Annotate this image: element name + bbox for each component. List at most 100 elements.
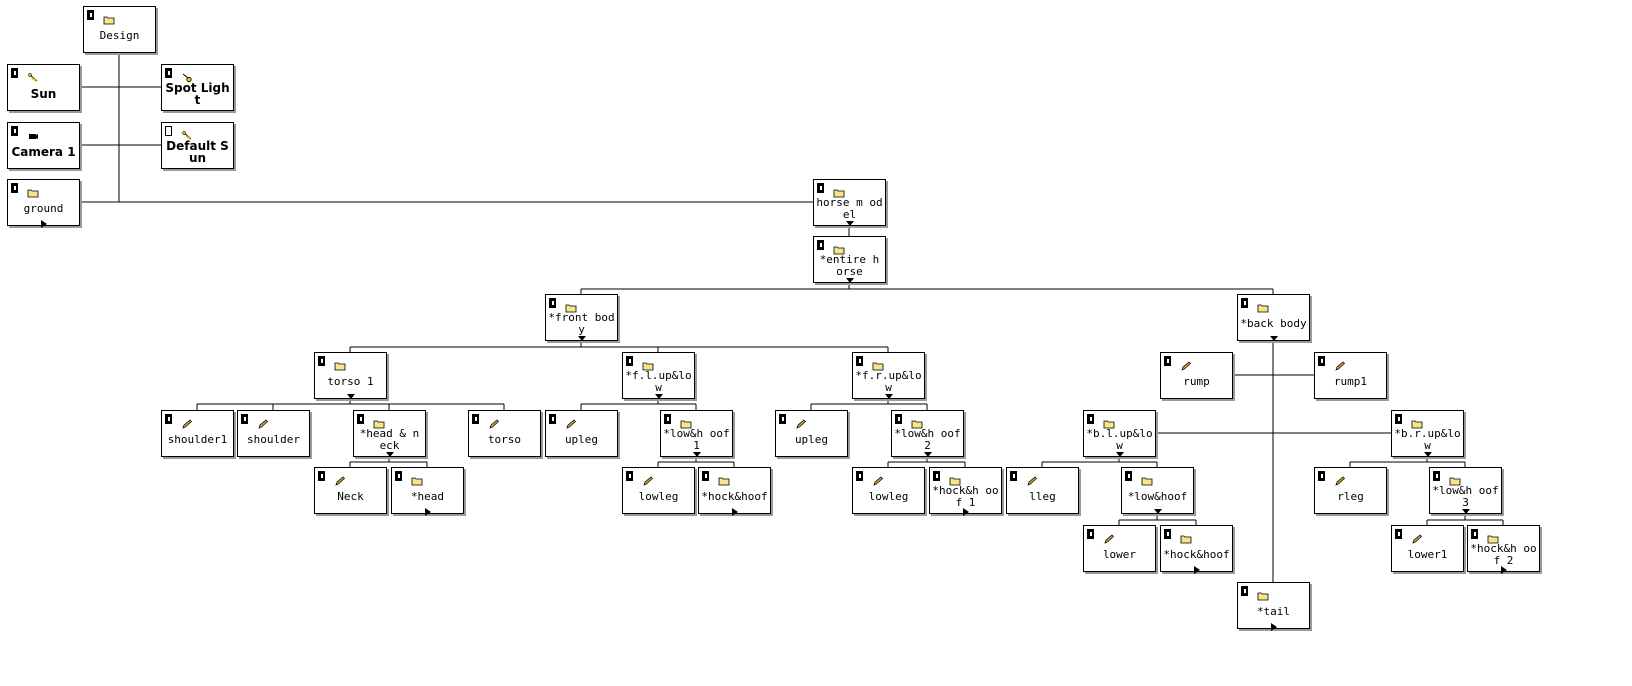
graph-node[interactable]: *f.l.up&low <box>622 352 695 399</box>
graph-node[interactable]: *hock&hoof <box>698 467 771 516</box>
graph-node[interactable]: *front body <box>545 294 618 341</box>
visibility-toggle[interactable] <box>11 68 18 78</box>
graph-node[interactable]: ground <box>7 179 80 228</box>
visibility-toggle[interactable] <box>856 356 863 366</box>
visibility-toggle[interactable] <box>626 471 633 481</box>
graph-node[interactable]: shoulder <box>237 410 310 457</box>
expanded-arrow-icon[interactable] <box>578 336 586 341</box>
visibility-toggle[interactable] <box>165 414 172 424</box>
visibility-toggle[interactable] <box>1164 529 1171 539</box>
expanded-arrow-icon[interactable] <box>693 452 701 457</box>
visibility-toggle[interactable] <box>11 183 18 193</box>
graph-node[interactable]: *head & n eck <box>353 410 426 457</box>
graph-node[interactable]: *b.r.up&low <box>1391 410 1464 457</box>
collapsed-arrow-icon[interactable] <box>1271 623 1277 631</box>
graph-node[interactable]: Camera 1 <box>7 122 80 169</box>
graph-node[interactable]: lower1 <box>1391 525 1464 572</box>
graph-node[interactable]: *f.r.up&low <box>852 352 925 399</box>
collapsed-arrow-icon[interactable] <box>41 220 47 228</box>
graph-node[interactable]: rump1 <box>1314 352 1387 399</box>
graph-node[interactable]: rleg <box>1314 467 1387 514</box>
graph-node[interactable]: lower <box>1083 525 1156 572</box>
visibility-toggle[interactable] <box>318 356 325 366</box>
expanded-arrow-icon[interactable] <box>1424 452 1432 457</box>
graph-node[interactable]: *hock&hoof <box>1160 525 1233 574</box>
graph-node[interactable]: *hock&h oof 2 <box>1467 525 1540 574</box>
visibility-toggle[interactable] <box>702 471 709 481</box>
expanded-arrow-icon[interactable] <box>885 394 893 399</box>
visibility-toggle[interactable] <box>87 10 94 20</box>
visibility-toggle[interactable] <box>895 414 902 424</box>
expanded-arrow-icon[interactable] <box>1154 509 1162 514</box>
visibility-toggle[interactable] <box>11 126 18 136</box>
graph-node[interactable]: *entire h orse <box>813 236 886 283</box>
graph-node[interactable]: lleg <box>1006 467 1079 514</box>
graph-node[interactable]: torso <box>468 410 541 457</box>
visibility-toggle[interactable] <box>1125 471 1132 481</box>
visibility-toggle[interactable] <box>549 414 556 424</box>
expanded-arrow-icon[interactable] <box>386 452 394 457</box>
graph-node[interactable]: upleg <box>545 410 618 457</box>
graph-node[interactable]: rump <box>1160 352 1233 399</box>
graph-node[interactable]: *b.l.up&low <box>1083 410 1156 457</box>
collapsed-arrow-icon[interactable] <box>1194 566 1200 574</box>
visibility-toggle[interactable] <box>1241 298 1248 308</box>
graph-node[interactable]: Default S un <box>161 122 234 169</box>
visibility-toggle[interactable] <box>817 183 824 193</box>
collapsed-arrow-icon[interactable] <box>963 508 969 516</box>
visibility-toggle[interactable] <box>933 471 940 481</box>
visibility-toggle[interactable] <box>1087 529 1094 539</box>
expanded-arrow-icon[interactable] <box>846 221 854 226</box>
visibility-toggle[interactable] <box>318 471 325 481</box>
visibility-toggle[interactable] <box>549 298 556 308</box>
graph-node[interactable]: horse m odel <box>813 179 886 226</box>
expanded-arrow-icon[interactable] <box>1116 452 1124 457</box>
graph-node[interactable]: upleg <box>775 410 848 457</box>
graph-node[interactable]: Design <box>83 6 156 53</box>
graph-node[interactable]: *head <box>391 467 464 516</box>
expanded-arrow-icon[interactable] <box>924 452 932 457</box>
graph-node[interactable]: *low&h oof 3 <box>1429 467 1502 514</box>
collapsed-arrow-icon[interactable] <box>425 508 431 516</box>
graph-node[interactable]: shoulder1 <box>161 410 234 457</box>
graph-node[interactable]: lowleg <box>852 467 925 514</box>
expanded-arrow-icon[interactable] <box>347 394 355 399</box>
expanded-arrow-icon[interactable] <box>1462 509 1470 514</box>
visibility-toggle[interactable] <box>472 414 479 424</box>
graph-node[interactable]: Sun <box>7 64 80 111</box>
visibility-toggle[interactable] <box>1010 471 1017 481</box>
visibility-toggle[interactable] <box>1164 356 1171 366</box>
visibility-toggle[interactable] <box>165 68 172 78</box>
graph-node[interactable]: Spot Light <box>161 64 234 111</box>
visibility-toggle[interactable] <box>357 414 364 424</box>
graph-node[interactable]: torso 1 <box>314 352 387 399</box>
visibility-toggle[interactable] <box>1433 471 1440 481</box>
graph-node[interactable]: lowleg <box>622 467 695 514</box>
collapsed-arrow-icon[interactable] <box>1501 566 1507 574</box>
visibility-toggle[interactable] <box>856 471 863 481</box>
collapsed-arrow-icon[interactable] <box>732 508 738 516</box>
visibility-toggle[interactable] <box>1395 529 1402 539</box>
graph-node[interactable]: *low&h oof 2 <box>891 410 964 457</box>
visibility-toggle[interactable] <box>165 126 172 136</box>
graph-node[interactable]: Neck <box>314 467 387 514</box>
visibility-toggle[interactable] <box>779 414 786 424</box>
graph-node[interactable]: *back body <box>1237 294 1310 341</box>
visibility-toggle[interactable] <box>664 414 671 424</box>
visibility-toggle[interactable] <box>1087 414 1094 424</box>
graph-node[interactable]: *low&h oof 1 <box>660 410 733 457</box>
expanded-arrow-icon[interactable] <box>846 278 854 283</box>
visibility-toggle[interactable] <box>1318 356 1325 366</box>
visibility-toggle[interactable] <box>1241 586 1248 596</box>
graph-node[interactable]: *hock&h oof 1 <box>929 467 1002 516</box>
expanded-arrow-icon[interactable] <box>655 394 663 399</box>
visibility-toggle[interactable] <box>1318 471 1325 481</box>
graph-node[interactable]: *low&hoof <box>1121 467 1194 514</box>
visibility-toggle[interactable] <box>1471 529 1478 539</box>
visibility-toggle[interactable] <box>626 356 633 366</box>
visibility-toggle[interactable] <box>1395 414 1402 424</box>
visibility-toggle[interactable] <box>817 240 824 250</box>
visibility-toggle[interactable] <box>395 471 402 481</box>
visibility-toggle[interactable] <box>241 414 248 424</box>
graph-node[interactable]: *tail <box>1237 582 1310 631</box>
